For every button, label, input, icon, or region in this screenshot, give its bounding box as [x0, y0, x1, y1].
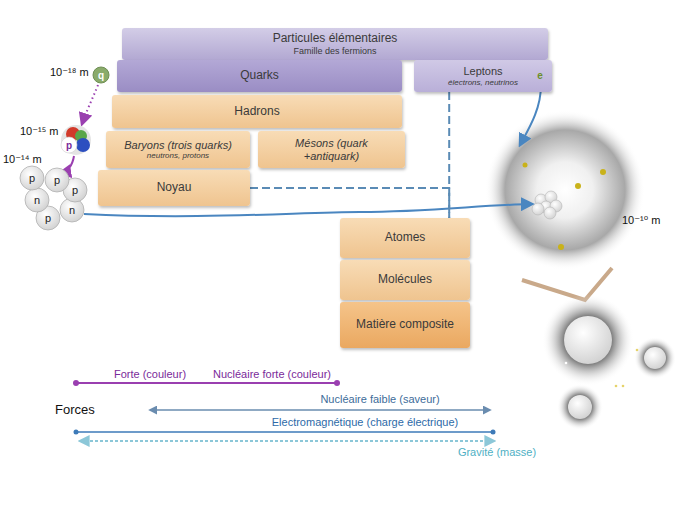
particle-box: Quarks [117, 60, 402, 92]
dashed-connector [448, 92, 450, 218]
particle-symbol: p [72, 184, 78, 196]
force-label: Gravité (masse) [458, 446, 536, 458]
category-band: Particules élémentairesFamille des fermi… [122, 28, 548, 60]
box-title: Particules élémentaires [273, 32, 398, 46]
scale-arrow [82, 85, 98, 124]
force-line [76, 431, 493, 433]
particle-symbol: n [69, 204, 75, 216]
particle-symbol: e [537, 70, 543, 81]
dashed-connector [250, 188, 449, 218]
box-title: Baryons (trois quarks) [124, 139, 232, 152]
quark-symbol [93, 67, 109, 83]
composite-matter [542, 294, 676, 430]
matter-box: Atomes [340, 218, 470, 258]
particle-symbol: p [45, 212, 51, 224]
force-label: Nucléaire forte (couleur) [213, 368, 331, 380]
scale-label: 10⁻¹⁴ m [3, 153, 42, 165]
matter-box: Molécules [340, 260, 470, 300]
box-title: Quarks [240, 69, 279, 83]
box-title: Noyau [157, 181, 192, 195]
scale-label: 10⁻¹⁰ m [622, 214, 660, 226]
box-subtitle: électrons, neutrinos [448, 78, 518, 87]
atom-nucleus [532, 191, 562, 219]
particle-box: Hadrons [112, 95, 402, 128]
force-label: Electromagnétique (charge électrique) [272, 416, 459, 428]
force-label: Forte (couleur) [114, 368, 186, 380]
electron-dots [523, 163, 607, 251]
box-title: Molécules [378, 273, 432, 287]
particle-symbol: q [98, 70, 104, 81]
proton [61, 125, 91, 155]
force-label: Nucléaire faible (saveur) [320, 393, 439, 405]
box-subtitle: Famille des fermions [293, 46, 376, 56]
force-line [150, 409, 490, 411]
scale-label: 10⁻¹⁵ m [20, 125, 58, 137]
force-label: Forces [55, 403, 95, 417]
particle-box: Baryons (trois quarks)neutrons, protons [106, 131, 250, 168]
box-title: Hadrons [234, 105, 279, 119]
nucleus [20, 166, 87, 230]
scale-label: 10⁻¹⁸ m [50, 66, 89, 78]
box-title: Mésons (quark +antiquark) [277, 137, 387, 162]
particle-box: Leptonsélectrons, neutrinos [414, 60, 552, 92]
box-title: Matière composite [356, 318, 454, 332]
particle-symbol: p [29, 172, 35, 184]
force-line [80, 440, 494, 442]
particle-symbol: p [66, 140, 72, 151]
box-title: Leptons [463, 65, 502, 78]
box-subtitle: neutrons, protons [147, 151, 209, 160]
particle-symbol: p [54, 174, 60, 186]
electron-arrow [520, 85, 541, 145]
matter-box: Matière composite [340, 302, 470, 348]
force-line [76, 382, 337, 384]
particle-box: Noyau [98, 170, 250, 206]
atom [485, 110, 645, 270]
particle-symbol: n [34, 194, 40, 206]
bracket [522, 268, 612, 300]
box-title: Atomes [385, 231, 426, 245]
particle-box: Mésons (quark +antiquark) [258, 131, 405, 168]
